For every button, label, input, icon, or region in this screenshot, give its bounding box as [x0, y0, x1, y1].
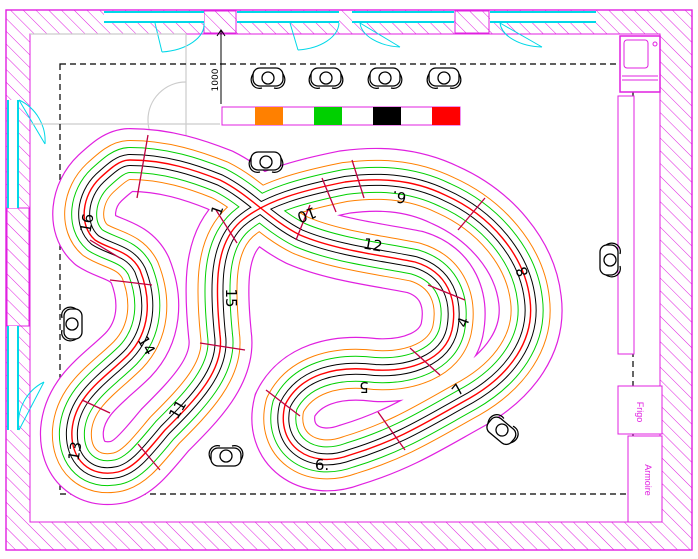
person-icons [61, 67, 621, 467]
person-icon [486, 414, 519, 446]
section-label: 15 [222, 288, 240, 307]
windows [7, 11, 596, 430]
wall-pillars [6, 10, 490, 327]
person-icon [208, 445, 244, 467]
legend-color-green [314, 107, 342, 125]
section-label: 6. [315, 456, 329, 474]
section-label: 5 [359, 378, 369, 396]
person-icon [248, 151, 284, 173]
lane-color-legend [221, 106, 461, 126]
dimension-marker: 1000 [211, 29, 226, 104]
legend-color-orange [255, 107, 283, 125]
section-label: 10 [295, 203, 319, 226]
sink-icon [619, 35, 661, 93]
section-label: 12 [362, 235, 384, 256]
person-icon [599, 242, 621, 278]
dimension-label: 1000 [211, 68, 221, 91]
legend-color-black [373, 107, 401, 125]
person-icon [308, 67, 344, 89]
legend-color-red [432, 107, 460, 125]
person-icon [61, 306, 83, 342]
section-dividers [81, 134, 486, 471]
kitchen-counter: Frigo Armoire [617, 35, 663, 523]
frigo-label: Frigo [635, 402, 645, 423]
person-icon [250, 67, 286, 89]
section-label: 16 [77, 212, 98, 234]
table-zone [59, 63, 634, 495]
window-swings [18, 22, 543, 431]
section-label: 6. [391, 187, 408, 207]
person-icon [426, 67, 462, 89]
armoire-label: Armoire [643, 464, 653, 496]
person-icon [367, 67, 403, 89]
section-label: 13 [65, 440, 86, 462]
